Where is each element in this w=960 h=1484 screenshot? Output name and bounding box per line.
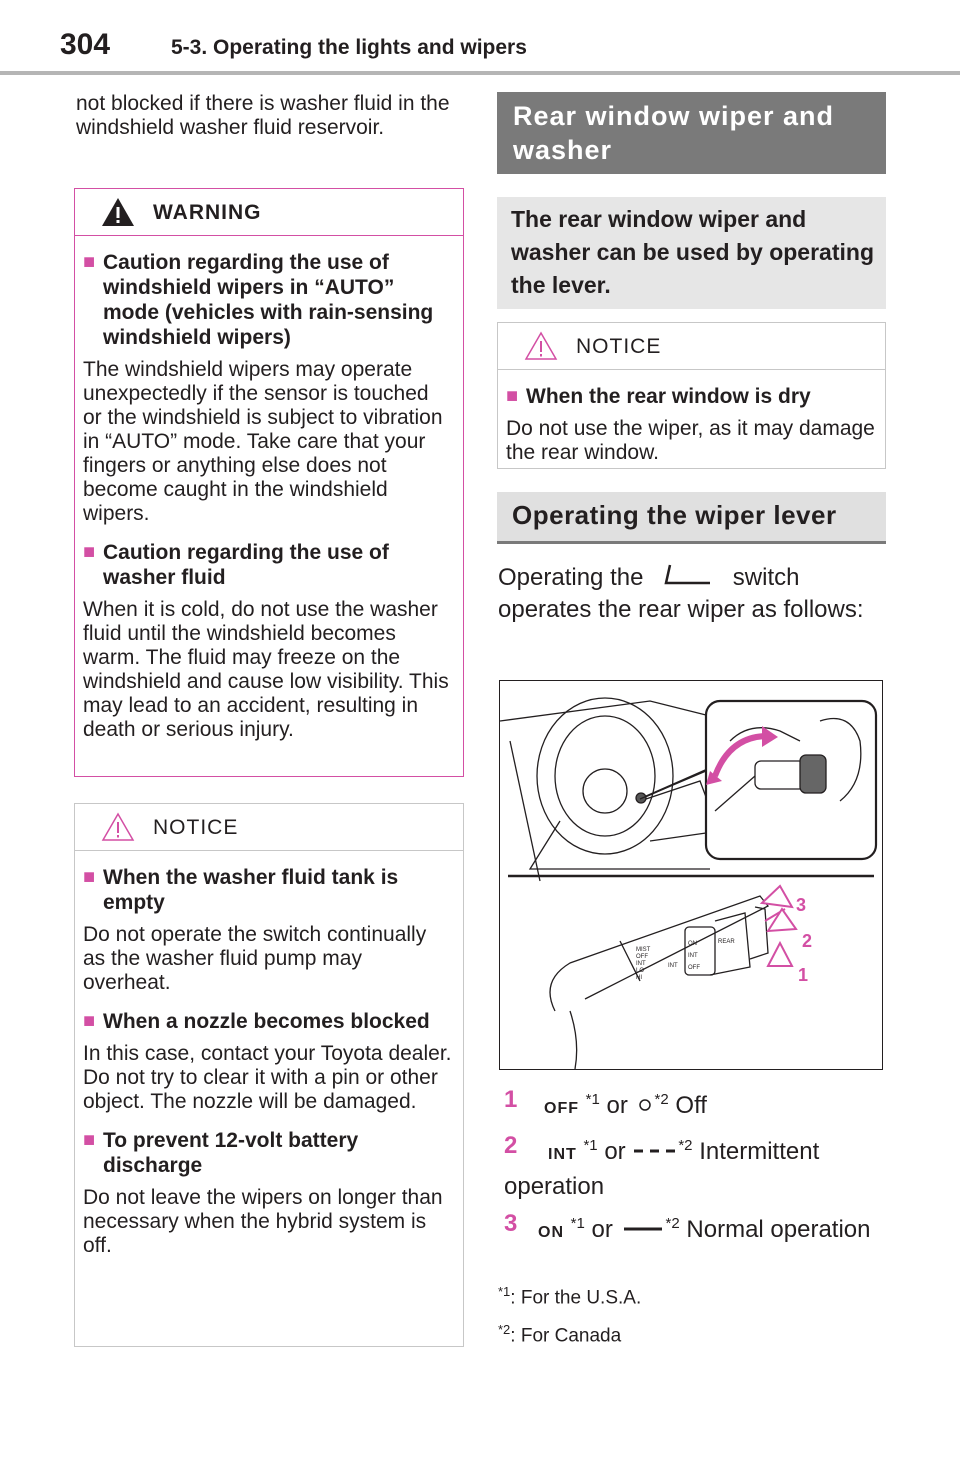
notice-header: NOTICE	[498, 323, 885, 370]
notice-item-text: Do not operate the switch continually as…	[83, 923, 427, 994]
callout-2: 2	[802, 931, 812, 951]
footnote: *2: For Canada	[498, 1322, 622, 1347]
warning-label: WARNING	[153, 201, 262, 224]
switch-label: REAR	[718, 939, 735, 945]
notice-item-text: In this case, contact your Toyota dealer…	[83, 1042, 452, 1113]
callout-3: 3	[796, 895, 806, 915]
notice-box-left: NOTICE ■When the washer fluid tank is em…	[74, 803, 464, 1347]
notice-item-text: Do not leave the wipers on longer than n…	[83, 1186, 443, 1257]
wiper-lever-section-title: Operating the wiper lever	[497, 492, 886, 544]
notice-item-title: ■When the washer fluid tank is empty	[83, 866, 399, 914]
warning-item-title: ■Caution regarding the use of windshield…	[83, 251, 434, 349]
footnote: *1: For the U.S.A.	[498, 1284, 642, 1309]
switch-label: INT	[636, 961, 646, 967]
notice-label: NOTICE	[153, 816, 239, 839]
notice-item-title: ■When the rear window is dry	[506, 385, 811, 408]
operating-text: Operating the switch operates the rear w…	[498, 561, 883, 626]
switch-label: OFF	[688, 965, 700, 971]
switch-label: LO	[636, 968, 644, 974]
notice-item-title: ■When a nozzle becomes blocked	[83, 1010, 430, 1033]
on-code: ON	[538, 1224, 564, 1241]
step-item: 1 OFF *1 or *2 Off	[504, 1086, 707, 1119]
section-heading: 5-3. Operating the lights and wipers	[171, 36, 527, 59]
notice-header: NOTICE	[75, 804, 463, 851]
warning-triangle-icon	[102, 198, 134, 226]
notice-item-text: Do not use the wiper, as it may damage t…	[506, 417, 875, 464]
switch-label: MIST	[636, 947, 651, 953]
switch-label: INT	[688, 953, 698, 959]
notice-item-title: ■To prevent 12-volt battery discharge	[83, 1129, 359, 1177]
intro-text: not blocked if there is washer fluid in …	[76, 92, 450, 139]
warning-header: WARNING	[75, 189, 463, 236]
switch-label: INT	[668, 963, 678, 969]
wiper-lever-illustration: 3 2 1 MIST OFF INT LO HI INT ON INT OFF …	[499, 680, 883, 1070]
int-code: INT	[548, 1146, 577, 1163]
off-code: OFF	[544, 1100, 579, 1117]
warning-box: WARNING ■Caution regarding the use of wi…	[74, 188, 464, 777]
rear-wiper-section-title: Rear window wiper and washer	[497, 92, 886, 174]
rear-wiper-switch-icon	[664, 564, 711, 585]
callout-1: 1	[798, 965, 808, 985]
notice-label: NOTICE	[576, 335, 662, 358]
rear-wiper-lead: The rear window wiper and washer can be …	[497, 197, 886, 309]
warning-item-text: When it is cold, do not use the washer f…	[83, 598, 449, 741]
notice-triangle-icon	[101, 812, 135, 841]
step-item: 3 ON *1 or *2 Normal operation	[504, 1210, 871, 1243]
warning-item-text: The windshield wipers may operate unexpe…	[83, 358, 443, 525]
warning-item-title: ■Caution regarding the use of washer flu…	[83, 541, 389, 589]
header-rule	[0, 71, 960, 75]
normal-symbol-icon	[623, 1227, 662, 1231]
switch-label: OFF	[636, 954, 648, 960]
wiper-lever-drawing: 3 2 1 MIST OFF INT LO HI INT ON INT OFF …	[499, 697, 878, 1070]
switch-label: ON	[688, 941, 697, 947]
intermittent-symbol-icon	[634, 1149, 676, 1153]
notice-triangle-icon	[524, 331, 558, 360]
switch-label: HI	[636, 975, 642, 981]
step-item: 2 INT *1 or *2 Intermittent operation	[504, 1132, 820, 1200]
page-number: 304	[60, 28, 111, 61]
notice-box-right: NOTICE ■When the rear window is dry Do n…	[497, 322, 886, 469]
off-symbol-icon	[638, 1099, 651, 1111]
